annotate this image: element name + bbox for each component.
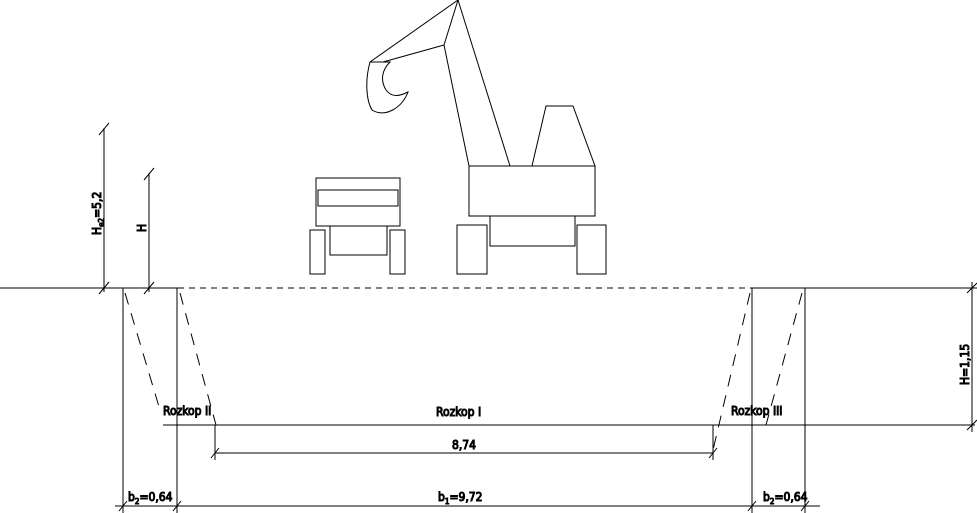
dimension-depth: [966, 282, 977, 432]
dimension-inner: [210, 425, 718, 460]
label-h-depth: H=1,15: [958, 344, 972, 385]
label-rozkop-2: Rozkop II: [163, 404, 211, 418]
label-h-total: He2=5,2: [90, 192, 106, 235]
label-rozkop-3: Rozkop III: [731, 404, 783, 418]
label-rozkop-1: Rozkop I: [436, 405, 481, 419]
label-h: H: [135, 224, 149, 232]
label-dim-inner: 8,74: [452, 438, 476, 452]
label-b3: b2=0,64: [763, 490, 808, 506]
truck-icon: [309, 177, 406, 275]
dimension-bottom: [115, 500, 820, 512]
dimension-heights: [98, 122, 155, 295]
excavator-icon: [366, 0, 607, 275]
label-b1: b1=9,72: [438, 490, 483, 506]
label-b2: b2=0,64: [128, 490, 173, 506]
slope-lines: [124, 292, 803, 451]
trench-walls: [122, 288, 806, 513]
